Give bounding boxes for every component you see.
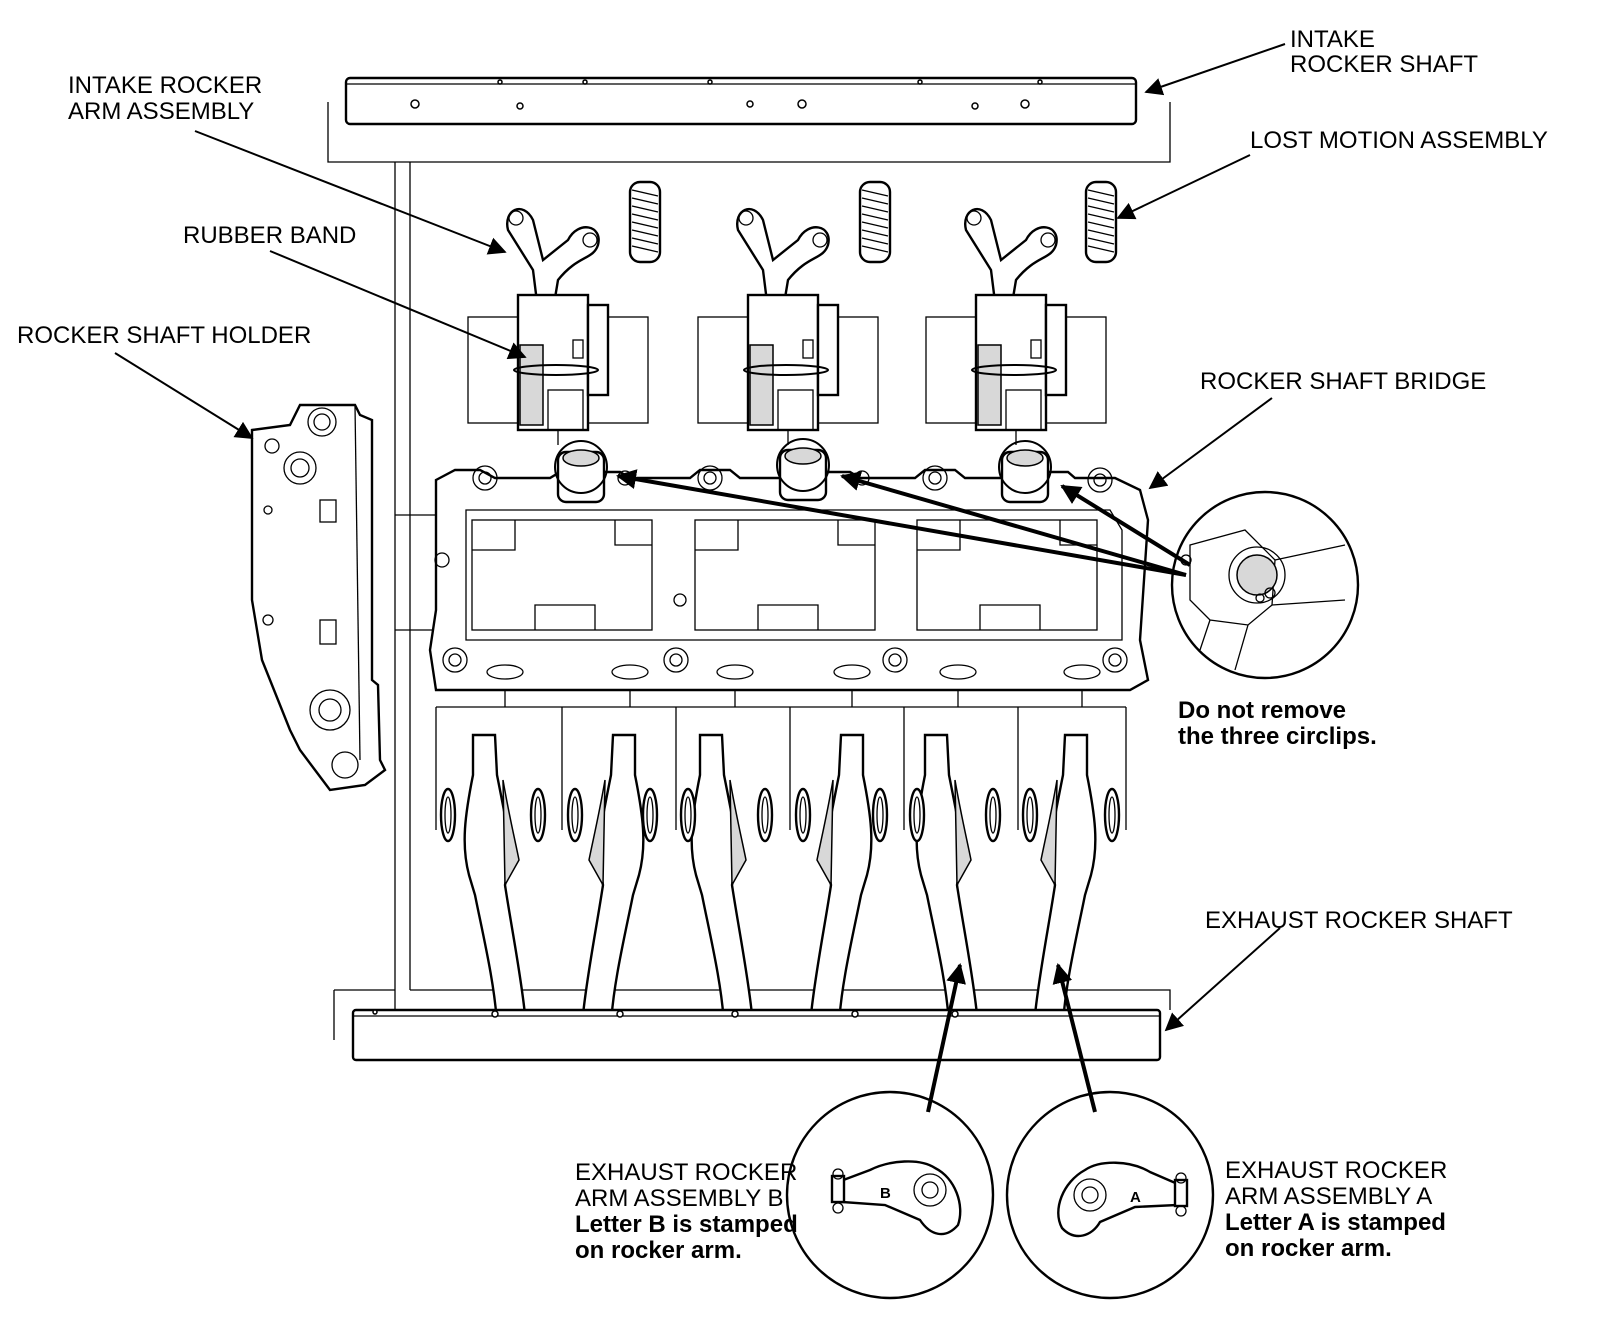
exhaust-rocker-arm-assemblies (463, 733, 1097, 1059)
callout-labels: INTAKE ROCKER SHAFT INTAKE ROCKER ARM AS… (17, 26, 1548, 1264)
exhaust-rocker-arm-4 (809, 733, 873, 1059)
lost-motion-spring-3 (1084, 180, 1118, 264)
intake-rocker-arm-assemblies (506, 207, 1068, 432)
rocker-shaft-bridge (428, 438, 1150, 692)
label-rocker-shaft-holder: ROCKER SHAFT HOLDER (17, 322, 311, 349)
stamp-letter-b: B (880, 1185, 891, 1202)
label-lost-motion-assembly: LOST MOTION ASSEMBLY (1250, 127, 1548, 154)
exhaust-rocker-arm-6 (1033, 733, 1097, 1059)
rocker-shaft-holder (250, 403, 387, 792)
exhaust-rocker-arm-1 (463, 733, 527, 1059)
circlip-bosses (554, 438, 1052, 504)
label-exhaust-rocker-arm-b: EXHAUST ROCKER ARM ASSEMBLY B Letter B i… (575, 1159, 804, 1264)
label-exhaust-rocker-shaft: EXHAUST ROCKER SHAFT (1205, 907, 1513, 934)
exhaust-rocker-arm-2 (581, 733, 645, 1059)
stamp-letter-a: A (1130, 1189, 1141, 1206)
intake-rocker-arm-2 (736, 207, 840, 432)
circlip-detail-magnifier (1170, 490, 1360, 680)
label-circlip-note: Do not remove the three circlips. (1178, 697, 1377, 750)
intake-rocker-arm-1 (506, 207, 610, 432)
lost-motion-spring-2 (858, 180, 892, 264)
lost-motion-spring-1 (628, 180, 662, 264)
label-intake-rocker-arm-assembly: INTAKE ROCKER ARM ASSEMBLY (68, 72, 269, 125)
exhaust-arm-b-detail: B (785, 1090, 995, 1300)
label-rubber-band: RUBBER BAND (183, 222, 356, 249)
exhaust-arm-a-detail: A (1005, 1090, 1215, 1300)
intake-rocker-arm-3 (964, 207, 1068, 432)
intake-rocker-shaft (344, 76, 1138, 126)
leader-lines (114, 43, 1286, 1113)
label-intake-rocker-shaft: INTAKE ROCKER SHAFT (1290, 26, 1478, 78)
label-rocker-shaft-bridge: ROCKER SHAFT BRIDGE (1200, 368, 1486, 395)
exhaust-rocker-shaft (351, 1008, 1162, 1062)
label-exhaust-rocker-arm-a: EXHAUST ROCKER ARM ASSEMBLY A Letter A i… (1225, 1157, 1454, 1262)
exhaust-washers (439, 787, 1121, 843)
exhaust-rocker-arm-5 (915, 733, 979, 1059)
exhaust-rocker-arm-3 (690, 733, 754, 1059)
